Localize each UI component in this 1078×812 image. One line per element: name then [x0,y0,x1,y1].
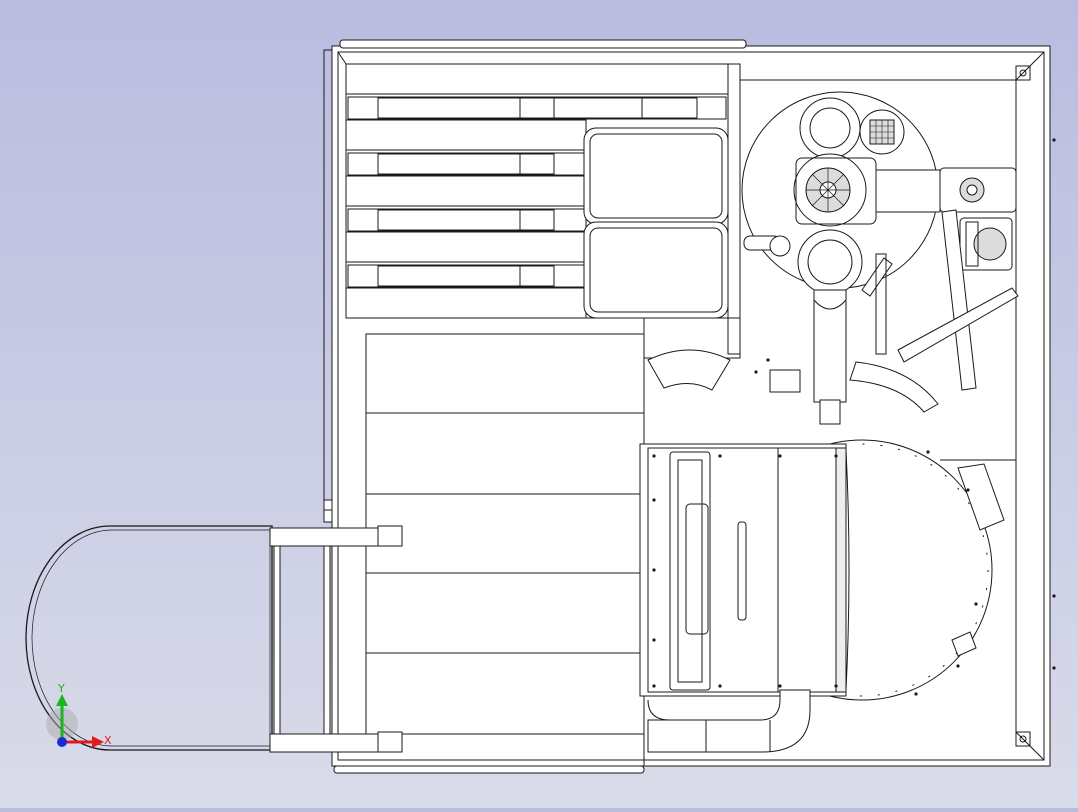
control-row-1 [347,96,727,120]
frame-inner-border [337,51,1045,761]
cover-frame [669,451,711,691]
linkage-arm-lower [897,287,1019,363]
handrail-bar [273,537,281,739]
control-box-upper[interactable] [583,127,729,225]
curved-chute [849,361,939,413]
y-axis-label: Y [57,682,65,695]
coordinate-triad: Y X [42,680,122,760]
control-row-4 [347,264,587,288]
z-axis-dot [57,737,67,747]
x-axis-label: X [104,734,112,747]
cover-handle[interactable] [737,521,747,621]
feed-pipe [813,289,847,403]
control-row-2 [347,152,587,176]
drive-shaft [875,169,941,213]
panel-column [365,333,645,735]
drum-door-hatch[interactable] [957,463,1005,531]
control-row-3 [347,208,587,232]
frame-bottom-rail [333,765,645,774]
handrail-loop[interactable] [25,525,273,751]
control-panel-side [727,63,741,355]
control-box-lower[interactable] [583,221,729,319]
frame-top-rail [339,39,747,49]
